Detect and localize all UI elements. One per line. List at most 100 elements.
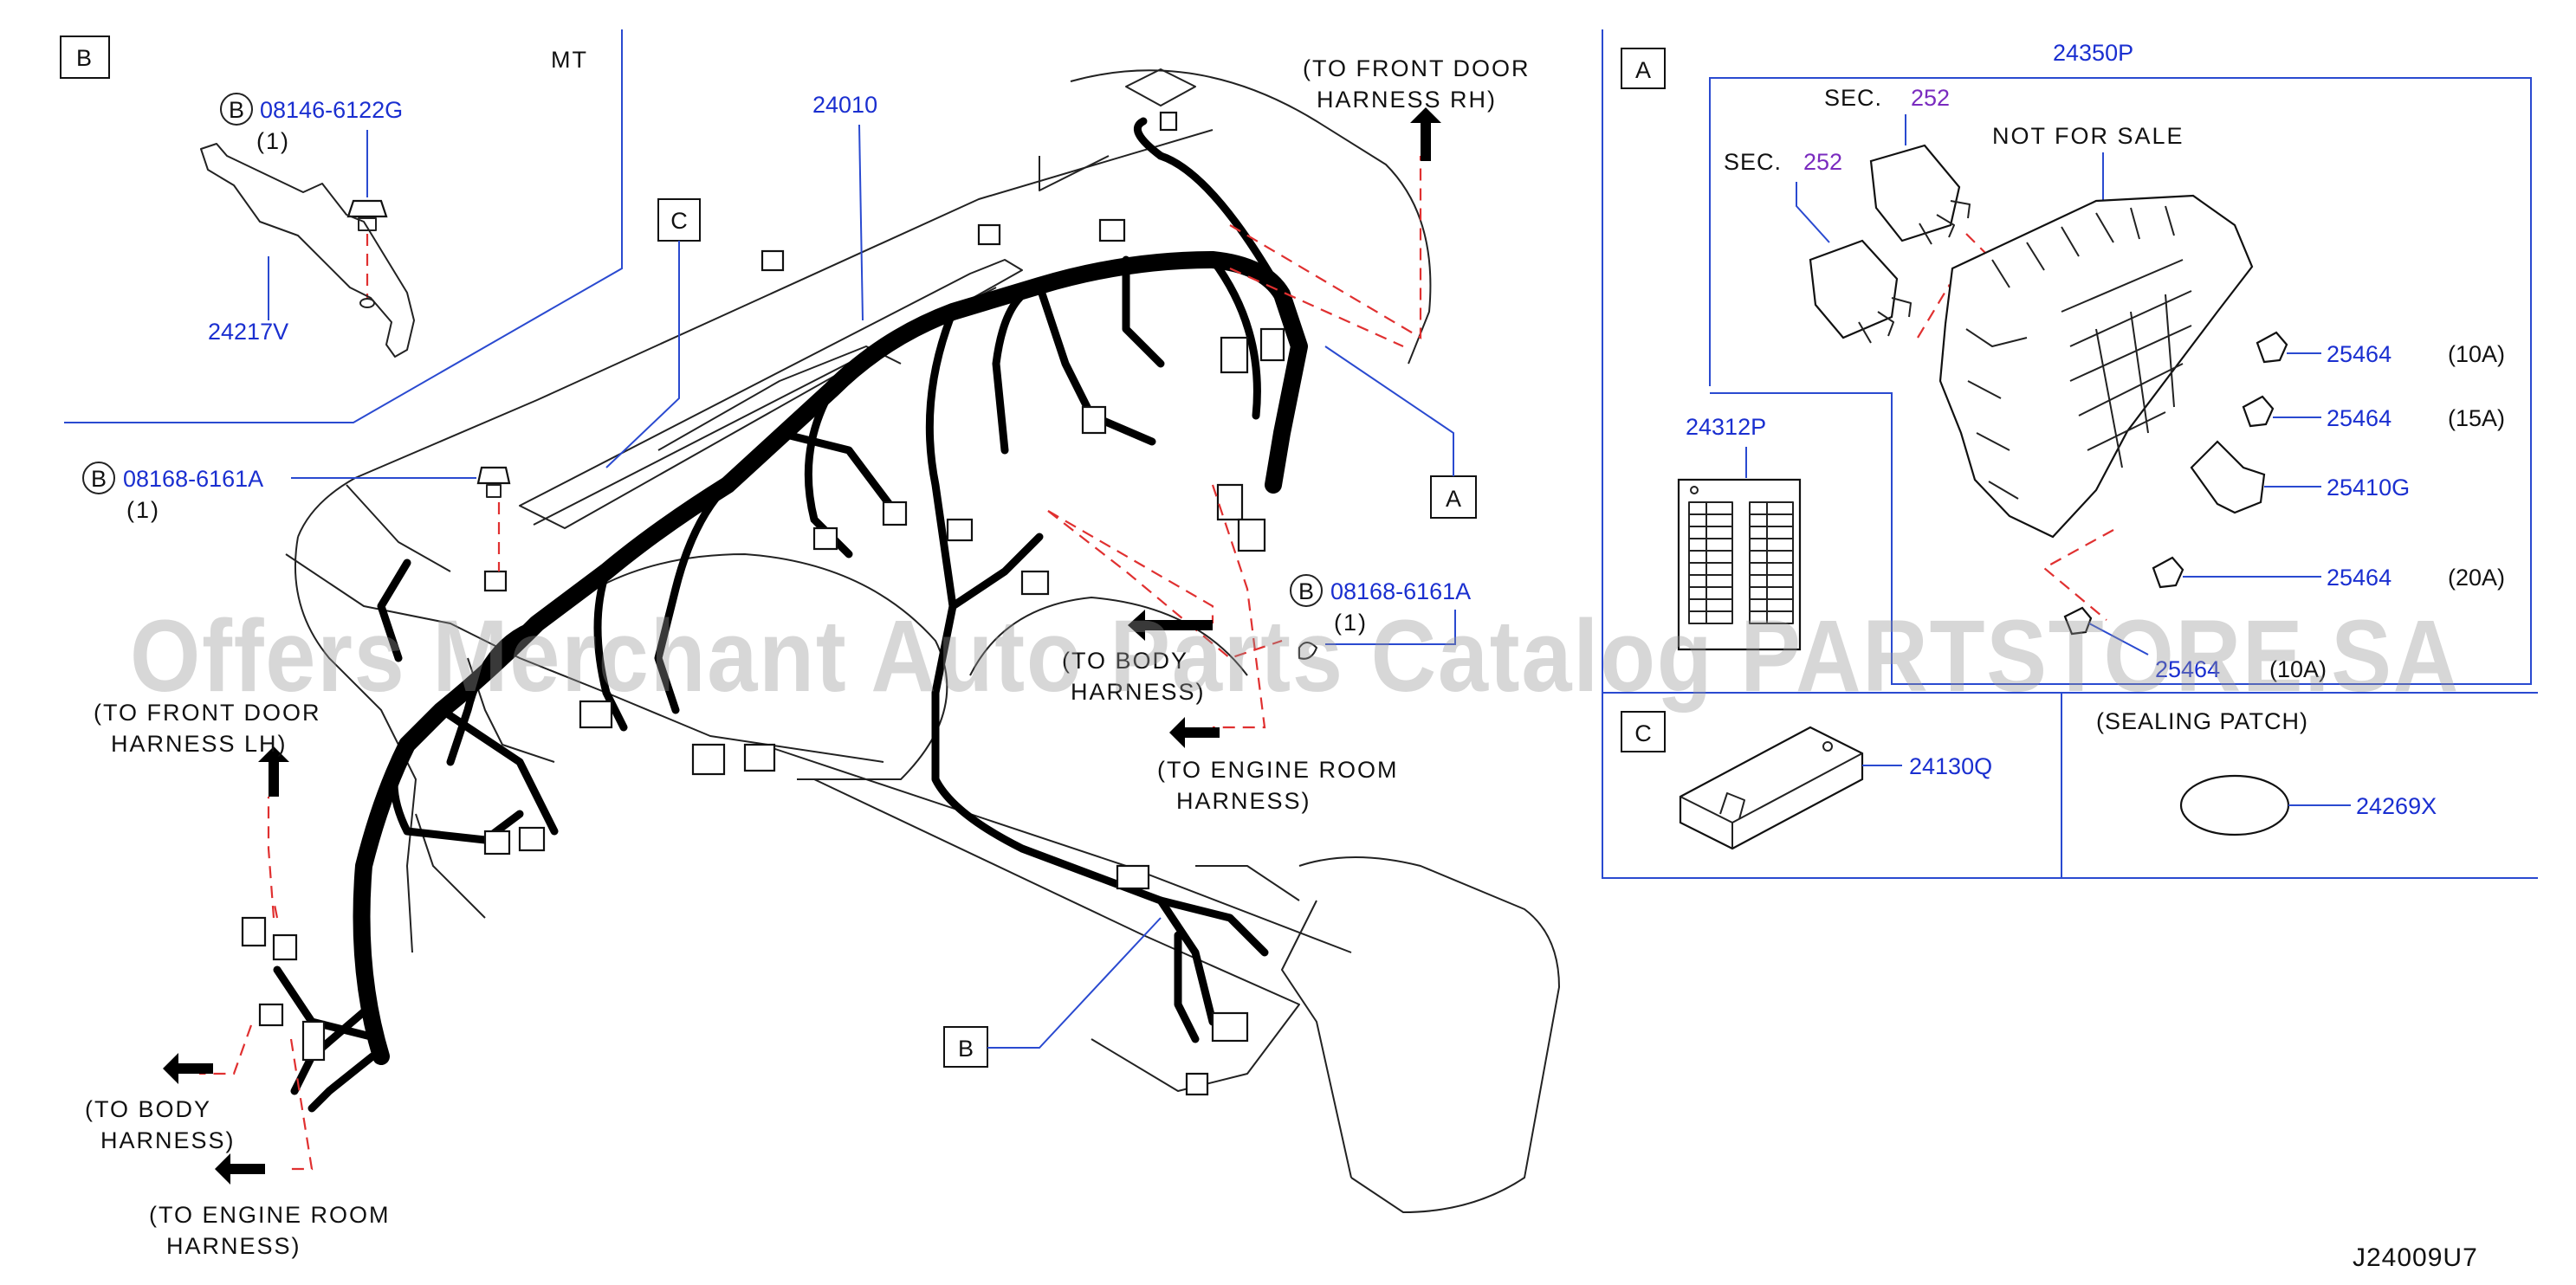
callout-c-leader bbox=[605, 241, 680, 468]
bracket-icon bbox=[200, 143, 415, 358]
to-engine-left-line2: HARNESS) bbox=[166, 1233, 301, 1259]
callout-b[interactable]: B bbox=[958, 1036, 974, 1062]
inset-b-frame bbox=[64, 29, 623, 423]
assembly-frame bbox=[1709, 77, 2532, 685]
to-body-center-line1: (TO BODY bbox=[1062, 648, 1188, 674]
grommet-icon bbox=[1679, 726, 1864, 850]
inset-a: A 24350P NOT FOR SALE SEC. 252 SEC. 252 bbox=[1602, 29, 2538, 879]
arrow-up-icon bbox=[1410, 107, 1441, 161]
callout-b-leader bbox=[987, 917, 1162, 1049]
direction-labels: (TO FRONT DOOR HARNESS RH) (TO FRONT DOO… bbox=[85, 55, 1531, 1259]
inset-c-tag-box bbox=[1621, 711, 1666, 752]
sealing-patch-part-number[interactable]: 24269X bbox=[2356, 793, 2437, 819]
bolt-b-top-marker: B bbox=[91, 466, 107, 492]
relay-2-sec-label: SEC. bbox=[1724, 149, 1782, 175]
sealing-patch-icon bbox=[2179, 774, 2290, 836]
arrow-left-icon bbox=[163, 1053, 213, 1084]
fuse-1-rating: (10A) bbox=[2448, 341, 2505, 367]
fuse-5: 25464 (10A) bbox=[2063, 606, 2327, 682]
fuse-5-rating: (10A) bbox=[2269, 656, 2327, 682]
inset-a-tag-box bbox=[1621, 48, 1666, 89]
bolt-b-top-quantity: (1) bbox=[126, 497, 160, 523]
bolt-quantity: (1) bbox=[256, 128, 290, 154]
to-front-door-rh-line2: HARNESS RH) bbox=[1317, 87, 1497, 113]
bolt-b-top-part-number[interactable]: 08168-6161A bbox=[123, 466, 263, 492]
fuse-icon bbox=[2242, 395, 2275, 428]
relay-1-sec-ref[interactable]: 252 bbox=[1911, 85, 1950, 111]
inset-b: B MT B 08146-6122G (1) 24217V bbox=[60, 29, 623, 423]
fuse-block-icon bbox=[1938, 194, 2254, 539]
harness-connectors bbox=[241, 111, 1285, 1096]
bolt-b-mid-quantity: (1) bbox=[1334, 610, 1368, 636]
bolt-b-top: B 08168-6161A (1) bbox=[82, 462, 511, 523]
arrow-left-icon bbox=[1128, 610, 1213, 641]
bolt-b-mid: B 08168-6161A (1) bbox=[1290, 574, 1471, 660]
fuse-icon bbox=[2256, 331, 2288, 364]
screw-icon bbox=[1298, 642, 1317, 660]
to-front-door-lh-line2: HARNESS LH) bbox=[111, 731, 288, 757]
fuse-1: 25464 (10A) bbox=[2256, 331, 2505, 367]
fuse-1-part-number[interactable]: 25464 bbox=[2327, 341, 2392, 367]
main-harness-leader bbox=[858, 124, 864, 321]
not-for-sale-note: NOT FOR SALE bbox=[1992, 123, 2184, 149]
fuse-3: 25410G bbox=[2190, 440, 2410, 514]
fuse-2-rating: (15A) bbox=[2448, 405, 2505, 431]
screw-icon bbox=[476, 466, 511, 498]
inset-b-variant: MT bbox=[551, 47, 588, 73]
fuse-4-part-number[interactable]: 25464 bbox=[2327, 565, 2392, 591]
fuse-label-card-icon bbox=[1677, 478, 1802, 651]
callout-c[interactable]: C bbox=[670, 208, 688, 234]
bolt-icon bbox=[346, 199, 388, 231]
arrow-left-icon bbox=[215, 1153, 265, 1185]
to-body-center-line2: HARNESS) bbox=[1071, 679, 1206, 705]
fuse-icon bbox=[2152, 556, 2184, 589]
callout-a-leader bbox=[1324, 345, 1454, 476]
main-harness-part-number[interactable]: 24010 bbox=[812, 92, 877, 118]
inset-c-tag: C bbox=[1634, 720, 1652, 746]
to-body-left-line2: HARNESS) bbox=[100, 1127, 236, 1153]
inset-a-outer-frame bbox=[1602, 29, 2538, 879]
to-front-door-lh-line1: (TO FRONT DOOR bbox=[94, 700, 321, 726]
fuse-4-rating: (20A) bbox=[2448, 565, 2505, 591]
inset-a-tag: A bbox=[1635, 57, 1651, 83]
bracket-part-number[interactable]: 24217V bbox=[208, 319, 288, 345]
relay-1-icon bbox=[1869, 144, 1971, 245]
fuse-3-part-number[interactable]: 25410G bbox=[2327, 475, 2410, 500]
inset-c: C 24130Q (SEALING PATCH) 24269X bbox=[1621, 693, 2437, 878]
callout-c-box bbox=[657, 198, 701, 242]
bolt-b-mid-marker: B bbox=[1298, 578, 1314, 604]
to-engine-center-line2: HARNESS) bbox=[1176, 788, 1311, 814]
bolt-marker-circle bbox=[220, 93, 253, 126]
to-engine-center-line1: (TO ENGINE ROOM bbox=[1157, 757, 1399, 783]
watermark: Offers Merchant Auto Parts Catalog PARTS… bbox=[130, 599, 2460, 714]
assembly-part-number[interactable]: 24350P bbox=[2053, 40, 2133, 66]
diagram-code: J24009U7 bbox=[2353, 1243, 2478, 1272]
arrow-up-icon bbox=[258, 746, 289, 797]
sealing-patch-title: (SEALING PATCH) bbox=[2096, 708, 2308, 734]
relay-2-sec-ref[interactable]: 252 bbox=[1803, 149, 1842, 175]
fuse-icon bbox=[2063, 606, 2093, 636]
relay-2-icon bbox=[1809, 239, 1912, 344]
connection-guides bbox=[199, 156, 1422, 1171]
fuse-2-part-number[interactable]: 25464 bbox=[2327, 405, 2392, 431]
fuse-4: 25464 (20A) bbox=[2152, 556, 2505, 591]
relay-1-sec-label: SEC. bbox=[1824, 85, 1882, 111]
grommet-part-number[interactable]: 24130Q bbox=[1909, 753, 1992, 779]
fuse-2: 25464 (15A) bbox=[2242, 395, 2505, 431]
label-part-number[interactable]: 24312P bbox=[1686, 414, 1766, 440]
direction-arrows bbox=[163, 107, 1441, 1185]
inset-b-tag-box bbox=[60, 36, 110, 79]
to-body-left-line1: (TO BODY bbox=[85, 1096, 211, 1122]
bolt-b-mid-part-number[interactable]: 08168-6161A bbox=[1330, 578, 1471, 604]
callout-a[interactable]: A bbox=[1446, 486, 1461, 512]
fuse-icon bbox=[2190, 440, 2266, 514]
callout-b-box bbox=[943, 1026, 988, 1068]
to-front-door-rh-line1: (TO FRONT DOOR bbox=[1303, 55, 1531, 81]
bolt-marker: B bbox=[229, 97, 244, 123]
to-engine-left-line1: (TO ENGINE ROOM bbox=[149, 1202, 391, 1228]
main-harness bbox=[273, 117, 1308, 1113]
fuse-5-part-number[interactable]: 25464 bbox=[2155, 656, 2220, 682]
arrow-left-icon bbox=[1169, 717, 1220, 748]
bolt-part-number[interactable]: 08146-6122G bbox=[260, 97, 403, 123]
